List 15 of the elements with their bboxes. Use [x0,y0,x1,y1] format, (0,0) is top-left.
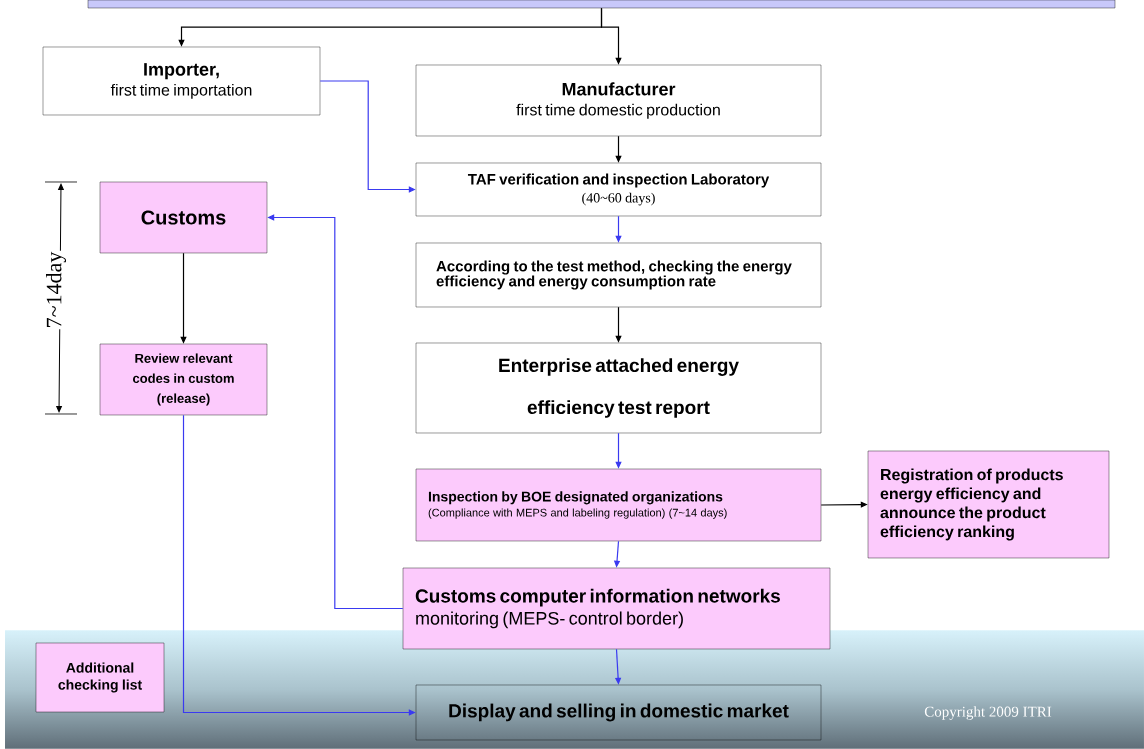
process-box: According to the test method, checking the energy efficiency and energy consumption rate [415,242,822,308]
process-box: Importer, first time importation [42,46,321,116]
process-box: Inspection by BOE designated organizations (Compliance with MEPS and labeling regulation) (7~14 days) [415,468,822,542]
process-box: Customs computer information networks monitoring (MEPS- control border) [402,567,831,650]
header-bar [87,0,1116,9]
process-box: Manufacturer first time domestic production [415,64,822,137]
duration-label: 7~14day [45,250,67,330]
process-box: TAF verification and inspection Laboratory (40~60 days) [415,162,822,217]
process-box: Additional checking list [35,642,165,713]
process-box: Review relevant codes in custom (release) [99,343,268,416]
process-box: Registration of products energy efficiency and announce the product efficiency ranking [867,450,1110,559]
process-box: Display and selling in domestic market [415,684,822,741]
process-box: Customs [99,181,268,254]
copyright-text: Copyright 2009 ITRI [924,706,1052,720]
process-box: Enterprise attached energy efficiency test report [415,342,822,434]
